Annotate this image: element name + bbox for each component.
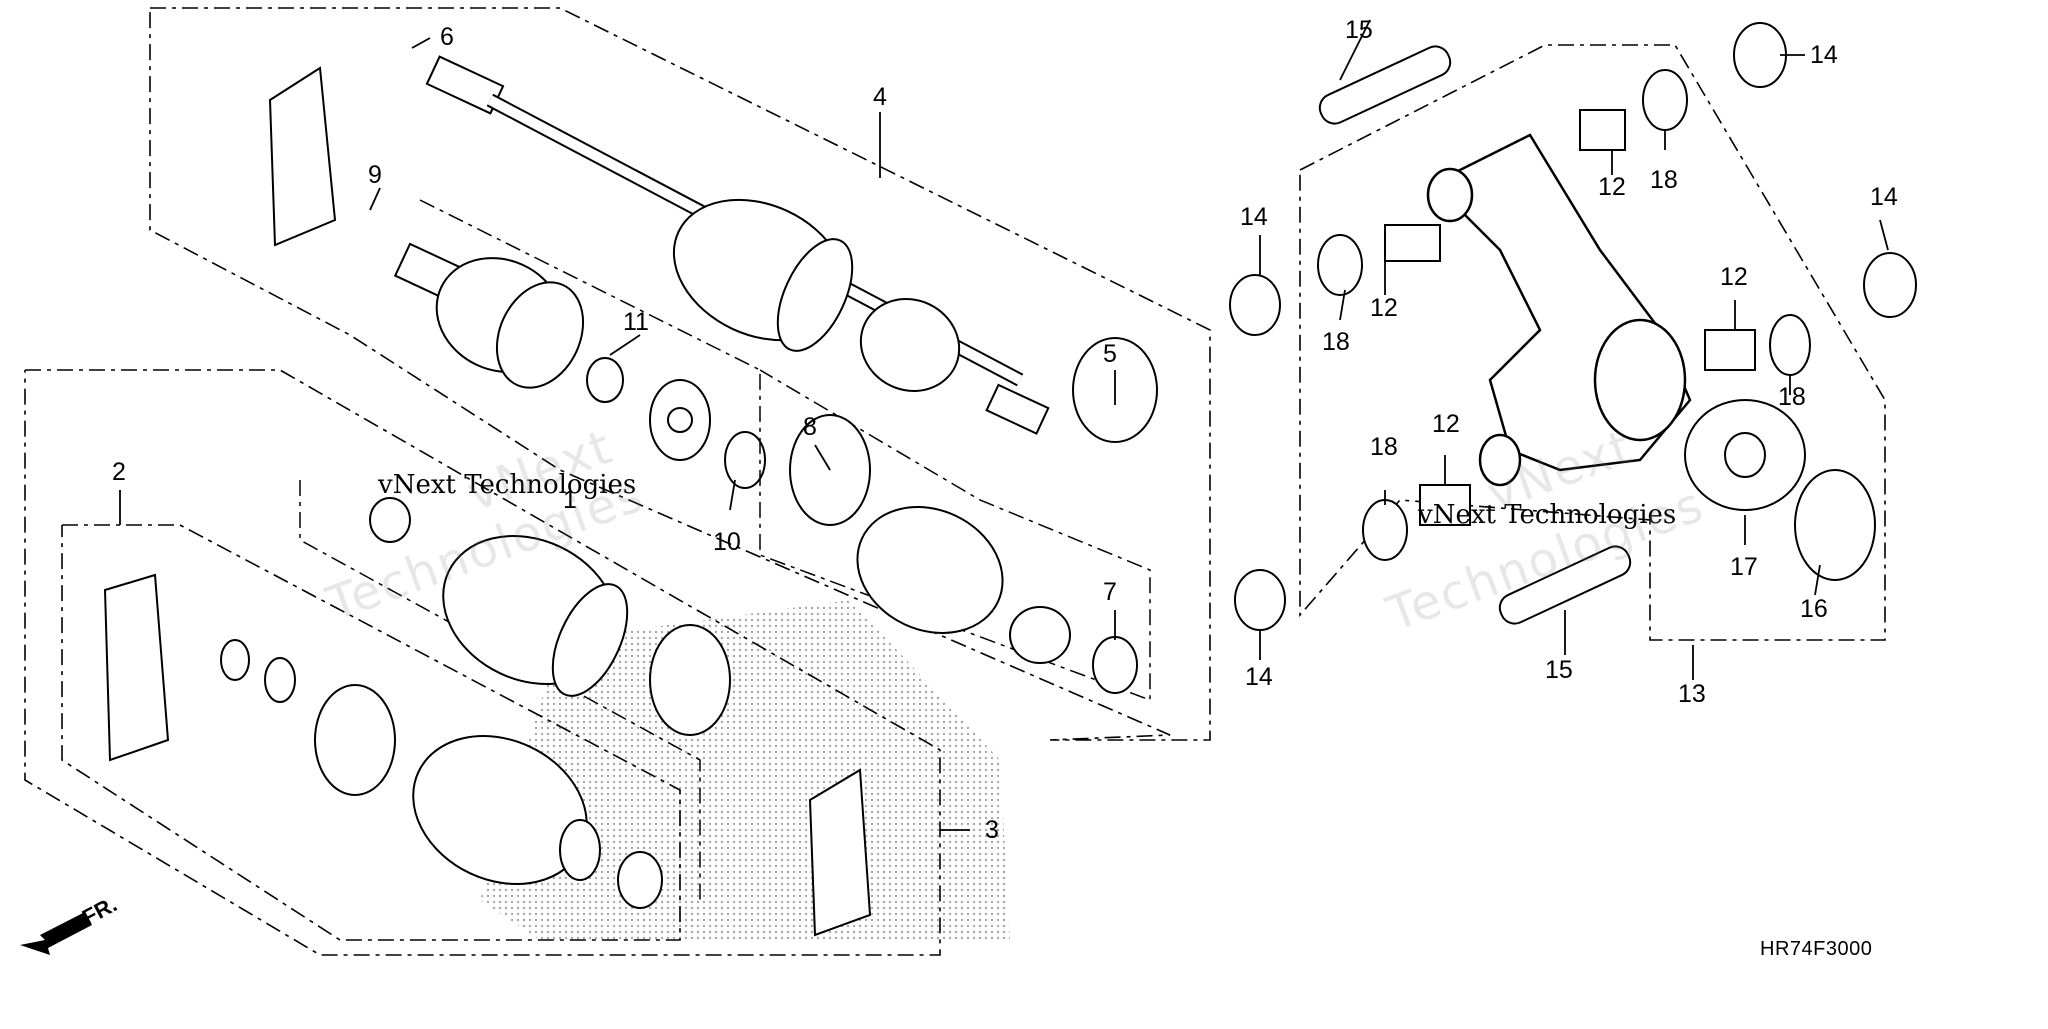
callout-15-top: 15 <box>1345 16 1373 44</box>
callout-14-right: 14 <box>1870 183 1898 211</box>
group-13-outline <box>1299 44 1886 641</box>
callout-2: 2 <box>112 458 126 486</box>
callout-14-left: 14 <box>1240 203 1268 231</box>
callout-8: 8 <box>803 413 817 441</box>
callout-13: 13 <box>1678 680 1706 708</box>
callout-9: 9 <box>368 161 382 189</box>
callout-18-d: 18 <box>1370 433 1398 461</box>
callout-14-bottom: 14 <box>1245 663 1273 691</box>
floor-shading <box>480 600 1010 940</box>
grease-packets <box>103 66 872 937</box>
callout-7: 7 <box>1103 578 1117 606</box>
callout-1: 1 <box>563 486 577 514</box>
callout-12-c: 12 <box>1720 263 1748 291</box>
front-arrow-icon <box>20 912 92 955</box>
group-3-outline <box>24 369 941 956</box>
callout-14-top-right: 14 <box>1810 41 1838 69</box>
callout-3: 3 <box>985 816 999 844</box>
group-4-outline <box>149 7 1211 741</box>
callout-4: 4 <box>873 83 887 111</box>
diagram-code: HR74F3000 <box>1760 938 1873 960</box>
callout-18-c: 18 <box>1778 383 1806 411</box>
callout-16: 16 <box>1800 595 1828 623</box>
callout-15-bottom: 15 <box>1545 656 1573 684</box>
drive-shaft-assembly <box>425 55 1050 435</box>
callout-10: 10 <box>713 528 741 556</box>
watermark-text-right: vNext Technologies <box>1418 500 1677 530</box>
joint-cage-parts <box>586 357 766 489</box>
leader-lines <box>119 19 1889 831</box>
watermark-text-left: vNext Technologies <box>378 470 637 500</box>
callout-17: 17 <box>1730 553 1758 581</box>
inner-joint <box>393 242 585 389</box>
callout-6: 6 <box>440 23 454 51</box>
knuckle-arm <box>1426 133 1692 487</box>
callout-5: 5 <box>1103 340 1117 368</box>
group-2-outline <box>61 524 681 941</box>
callout-12-b: 12 <box>1370 294 1398 322</box>
callout-11: 11 <box>623 308 649 336</box>
callout-12-a: 12 <box>1598 173 1626 201</box>
callout-18-b: 18 <box>1322 328 1350 356</box>
group-1-outline <box>419 199 1151 702</box>
callout-18-a: 18 <box>1650 166 1678 194</box>
callout-12-d: 12 <box>1432 410 1460 438</box>
bushings-and-seals <box>1229 22 1917 631</box>
boot-parts-lower <box>220 497 731 909</box>
